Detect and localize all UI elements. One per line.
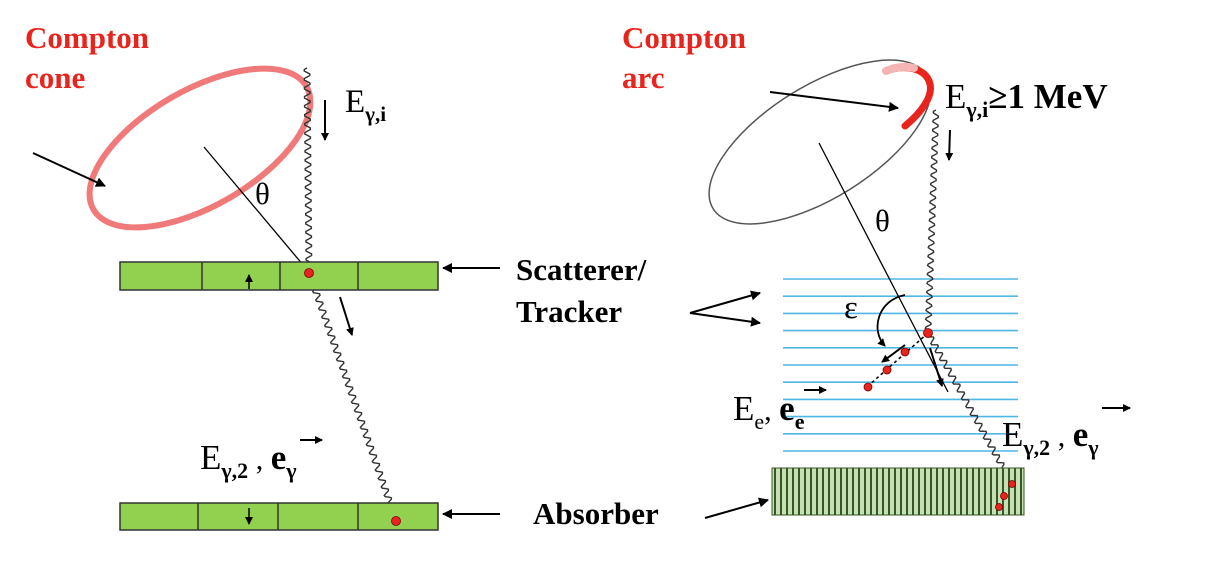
- scatterer-label-line1: Scatterer/: [516, 252, 647, 287]
- left-title-line2: cone: [25, 60, 85, 95]
- right-cone-axis: [818, 142, 949, 393]
- right-theta-label: θ: [875, 203, 890, 238]
- right-absorb-hit-dot-1: [1008, 480, 1016, 488]
- electron-energy-label: Ee, ee: [733, 386, 827, 434]
- right-title-line2: arc: [622, 60, 664, 95]
- electron-hit-dot-4: [863, 382, 873, 392]
- epsilon-label: ε: [844, 290, 858, 326]
- svg-text:Eγ,2 , eγ: Eγ,2 , eγ: [1002, 415, 1099, 460]
- left-incoming-gamma: [303, 67, 313, 273]
- left-scatterer-bar: [119, 261, 439, 291]
- left-scatter-hit-dot: [304, 268, 314, 278]
- tracker-pointer-arrow-lower: [689, 312, 761, 327]
- left-theta-label: θ: [255, 176, 270, 211]
- arc-pointer-arrow: [769, 91, 899, 112]
- left-scattered-direction-arrow: [339, 296, 354, 336]
- right-scattered-gamma: [925, 332, 1013, 480]
- left-cone-axis: [203, 146, 310, 273]
- cone-pointer-arrow: [32, 152, 106, 187]
- compton-cone-ring: [86, 65, 314, 231]
- right-absorber-pointer-arrow: [704, 497, 769, 519]
- svg-text:Eγ,2 , eγ: Eγ,2 , eγ: [200, 438, 297, 483]
- absorber-label: Absorber: [533, 496, 659, 531]
- compton-arc-ellipse: [708, 59, 932, 225]
- right-scattered-direction-arrow: [929, 347, 944, 387]
- electron-track: [867, 332, 929, 387]
- electron-hit-dot-3: [882, 365, 892, 375]
- scatterer-label-line2: Tracker: [516, 294, 622, 329]
- svg-text:Ee, ee: Ee, ee: [733, 389, 805, 434]
- right-title-line1: Compton: [622, 20, 746, 55]
- left-scattered-gamma: [306, 271, 399, 522]
- left-energy-scattered: Eγ,2 , eγ: [200, 436, 323, 483]
- right-incoming-direction-arrow: [945, 129, 954, 161]
- electron-hit-dot-1: [923, 328, 933, 338]
- tracker-pointer-arrow-upper: [689, 290, 761, 314]
- electron-direction-arrow: [881, 344, 906, 363]
- left-title-line1: Compton: [25, 20, 149, 55]
- left-absorber-bar: [119, 502, 439, 531]
- right-absorb-hit-dot-3: [995, 503, 1003, 511]
- left-energy-initial: Eγ,i: [345, 84, 386, 126]
- right-energy-initial: Eγ,i≥1 MeV: [945, 77, 1108, 122]
- compton-arc-segment-fade: [882, 63, 918, 75]
- epsilon-angle-arrow: [876, 294, 906, 347]
- left-absorb-hit-dot: [391, 516, 401, 526]
- right-energy-scattered: Eγ,2 , eγ: [1002, 404, 1131, 460]
- right-absorb-hit-dot-2: [1000, 492, 1008, 500]
- right-absorber-block: [771, 467, 1025, 516]
- right-incoming-gamma: [924, 109, 940, 334]
- electron-hit-dot-2: [900, 347, 910, 357]
